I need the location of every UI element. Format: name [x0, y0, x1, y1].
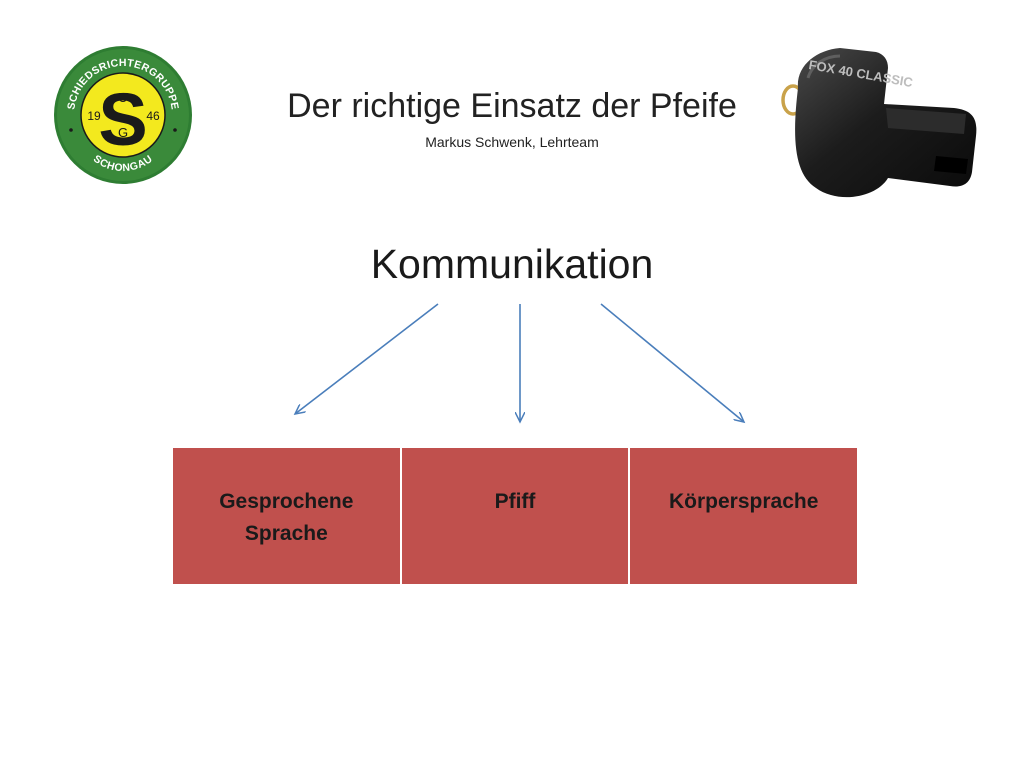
- page-subtitle: Markus Schwenk, Lehrteam: [425, 134, 599, 150]
- logo-year-right: 46: [146, 109, 160, 123]
- logo-center-letter: S: [98, 78, 147, 161]
- diagram-title: Kommunikation: [370, 241, 654, 287]
- cell-body-language: Körpersprache: [630, 448, 858, 584]
- cell-label: Körpersprache: [668, 490, 819, 513]
- cell-spoken-language: Gesprochene Sprache: [173, 448, 400, 584]
- communication-table: Gesprochene Sprache Pfiff Körpersprache: [173, 448, 858, 584]
- whistle-image: FOX 40 CLASSIC: [781, 48, 977, 198]
- page-title: Der richtige Einsatz der Pfeife: [287, 87, 737, 125]
- logo-year-left: 19: [87, 109, 101, 123]
- arrow-to-spoken-language: [295, 303, 439, 414]
- logo-letter-bottom: G: [118, 125, 128, 140]
- cell-whistle: Pfiff: [401, 448, 629, 584]
- cell-label: Pfiff: [494, 490, 536, 513]
- arrow-to-body-language: [600, 303, 744, 422]
- logo-letter-top: U: [118, 90, 127, 105]
- club-logo: SCHIEDSRICHTERGRUPPE SCHONGAU S U G 19 4…: [54, 46, 192, 184]
- cell-label: Gesprochene Sprache: [219, 490, 354, 545]
